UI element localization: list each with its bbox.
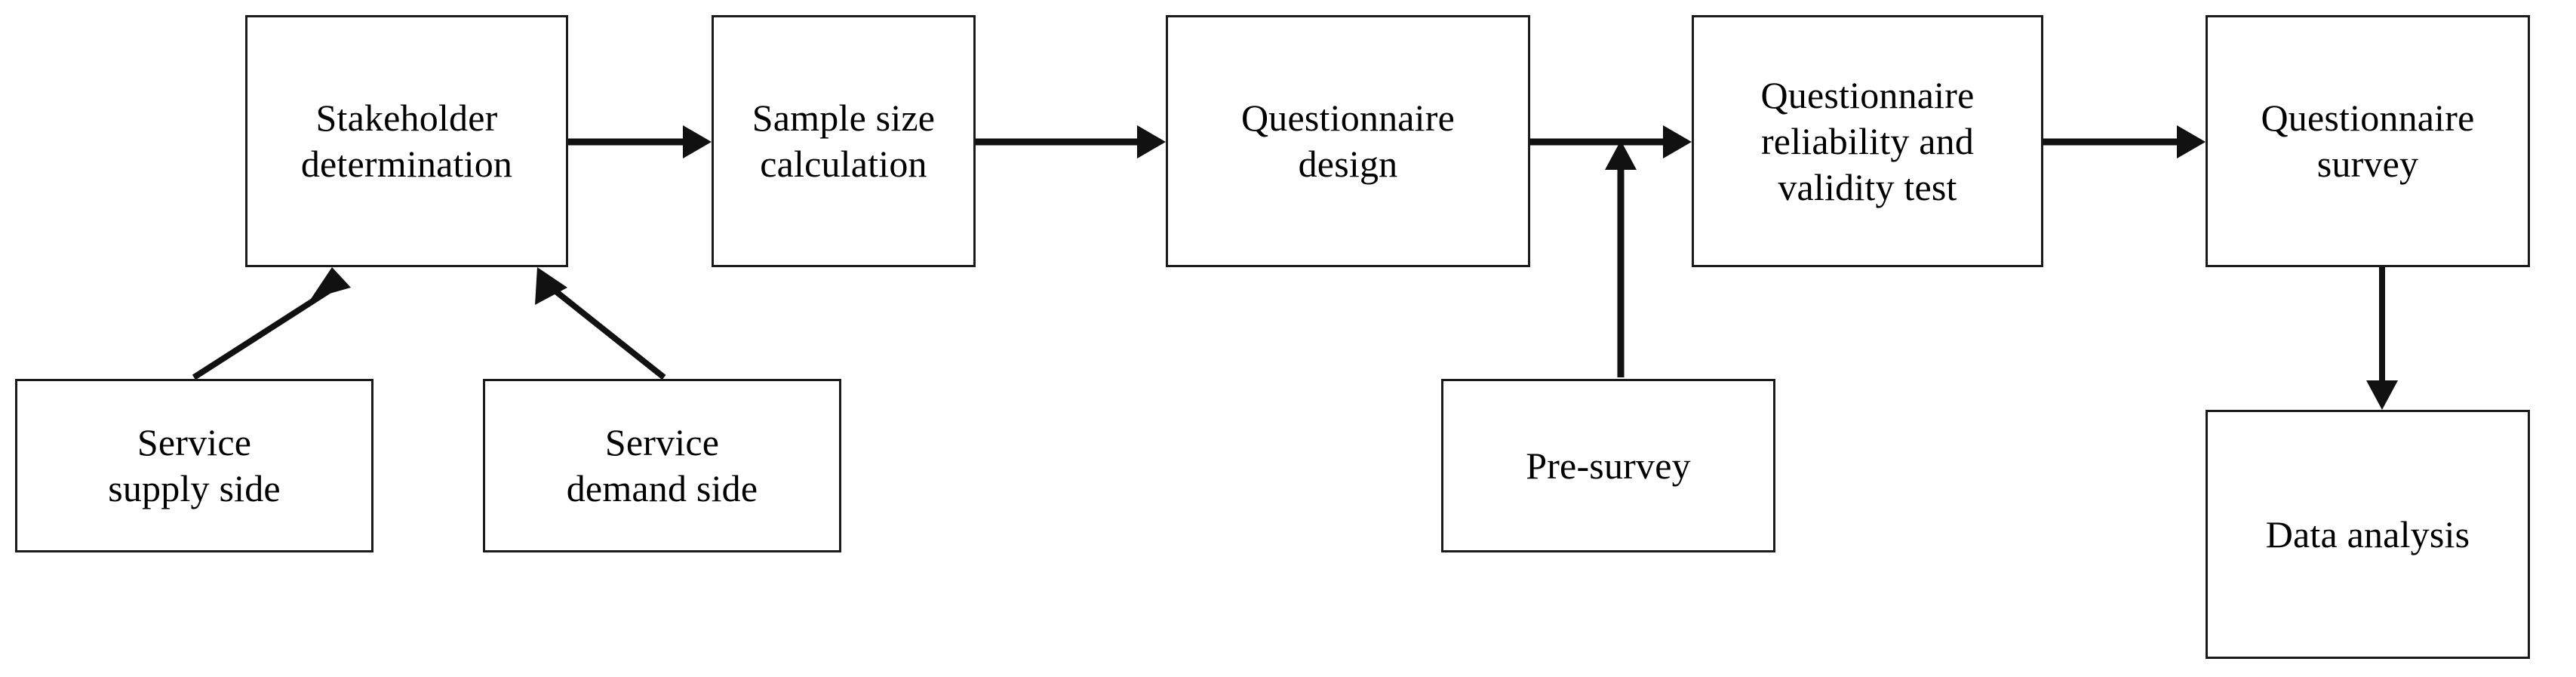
edge-survey-to-data-analysis [2366, 267, 2398, 410]
node-pre-survey[interactable]: Pre-survey [1441, 379, 1775, 552]
edge-stakeholder-to-sample-size [568, 125, 712, 158]
node-questionnaire-design[interactable]: Questionnaire design [1166, 15, 1530, 267]
node-questionnaire-reliability-and-validity-test[interactable]: Questionnaire reliability and validity t… [1692, 15, 2043, 267]
node-service-demand-side[interactable]: Service demand side [483, 379, 841, 552]
edge-sample-size-to-questionnaire-design [976, 125, 1166, 158]
node-sample-size-calculation[interactable]: Sample size calculation [712, 15, 976, 267]
edge-supply-to-stakeholder [192, 267, 351, 380]
node-stakeholder-determination[interactable]: Stakeholder determination [245, 15, 568, 267]
node-service-supply-side[interactable]: Service supply side [15, 379, 373, 552]
edge-pre-survey-to-reliability-line [1605, 140, 1637, 377]
edge-demand-to-stakeholder [535, 267, 666, 380]
node-questionnaire-survey[interactable]: Questionnaire survey [2206, 15, 2530, 267]
edge-reliability-to-survey [2043, 125, 2206, 158]
edge-questionnaire-design-to-reliability [1530, 125, 1692, 158]
node-data-analysis[interactable]: Data analysis [2206, 410, 2530, 659]
